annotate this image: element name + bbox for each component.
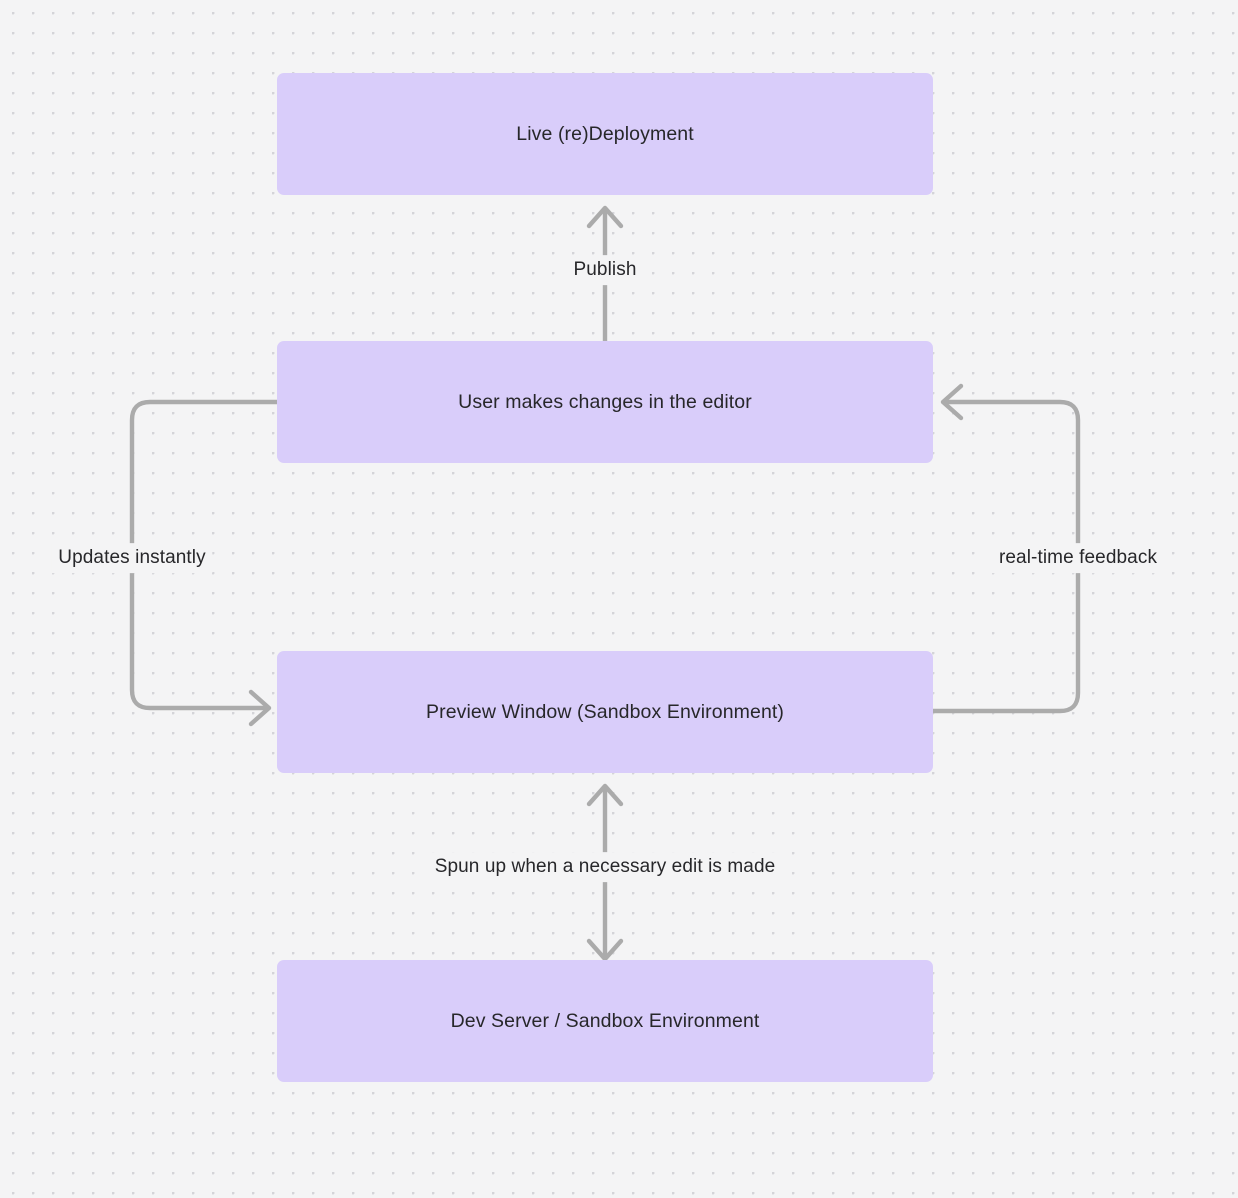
edge-label-publish: Publish xyxy=(566,255,644,285)
edge-label-updates-instantly: Updates instantly xyxy=(51,543,213,573)
edge-label-real-time-feedback: real-time feedback xyxy=(991,543,1165,573)
node-preview-window[interactable]: Preview Window (Sandbox Environment) xyxy=(277,651,933,773)
node-live-redeployment[interactable]: Live (re)Deployment xyxy=(277,73,933,195)
edge-label-spun-up: Spun up when a necessary edit is made xyxy=(427,852,783,882)
node-user-makes-changes[interactable]: User makes changes in the editor xyxy=(277,341,933,463)
node-dev-server-sandbox[interactable]: Dev Server / Sandbox Environment xyxy=(277,960,933,1082)
